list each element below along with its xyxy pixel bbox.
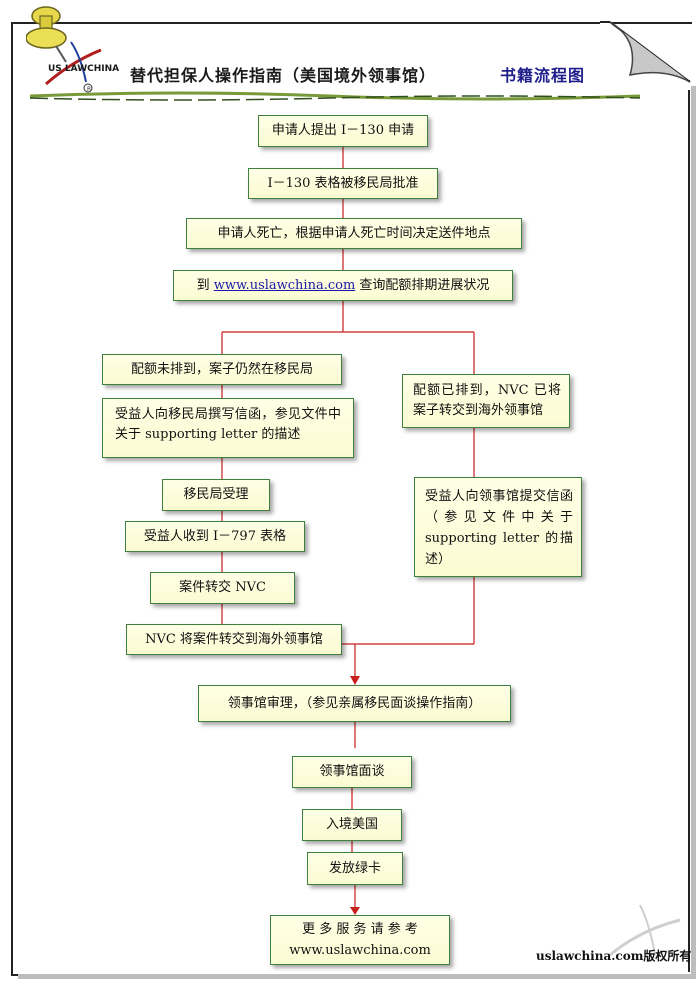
flow-box: I－130 表格被移民局批准 [248, 168, 438, 199]
flow-box: 受益人向领事馆提交信函（参见文件中关于 supporting letter 的描… [414, 477, 582, 577]
flow-box: 配额未排到，案子仍然在移民局 [102, 354, 342, 385]
decorative-rule [30, 91, 640, 101]
svg-text:R: R [87, 86, 91, 93]
copyright-text: uslawchina.com版权所有 [536, 949, 692, 963]
flow-box: NVC 将案件转交到海外领事馆 [126, 624, 342, 655]
paper-shadow [691, 86, 696, 979]
flow-step-label: 领事馆面谈 [319, 764, 385, 779]
flow-step-label: 受益人向移民局撰写信函，参见文件中关于 supporting letter 的描… [115, 407, 341, 442]
flow-box: 领事馆面谈 [292, 756, 412, 788]
flow-step-label: 更 多 服 务 请 参 考 [302, 922, 418, 937]
flow-step-label: 申请人提出 I－130 申请 [271, 123, 415, 138]
flow-box: 申请人提出 I－130 申请 [258, 115, 428, 147]
flow-box: 受益人向移民局撰写信函，参见文件中关于 supporting letter 的描… [102, 398, 354, 458]
flow-step-label: 领事馆审理，（参见亲属移民面谈操作指南） [227, 695, 482, 711]
flow-box: 领事馆审理，（参见亲属移民面谈操作指南） [198, 685, 511, 722]
flow-step-label: 案件转交 NVC [179, 580, 266, 595]
paper-right-edge [688, 80, 690, 972]
watermark-logo [609, 904, 681, 957]
flow-step-label: 到 www.uslawchina.com 查询配额排期进展状况 [197, 276, 490, 296]
flow-box: 受益人收到 I－797 表格 [125, 521, 305, 552]
paper-shadow [18, 974, 692, 979]
flow-step-label: 受益人向领事馆提交信函（参见文件中关于 supporting letter 的描… [425, 489, 573, 567]
pushpin-icon: R [25, 6, 102, 93]
flow-step-label: 配额未排到，案子仍然在移民局 [130, 361, 313, 377]
page-curl-icon [600, 21, 691, 90]
step4-prefix: 到 [196, 277, 210, 293]
flow-box: 发放绿卡 [307, 852, 403, 885]
flow-step-label: 发放绿卡 [328, 860, 381, 876]
step4-suffix: 查询配额排期进展状况 [359, 277, 490, 293]
flow-step-label: 移民局受理 [183, 487, 249, 502]
logo-text: US LAWCHINA [48, 64, 120, 74]
brand-logo: R US LAWCHINA [25, 2, 120, 94]
flow-step-label: 配额已排到，NVC 已将案子转交到海外领事馆 [413, 383, 561, 418]
flow-box: 案件转交 NVC [150, 572, 295, 604]
flow-step-label: I－130 表格被移民局批准 [267, 175, 419, 191]
flow-box: 入境美国 [302, 809, 402, 841]
page-title: 替代担保人操作指南（美国境外领事馆） [130, 66, 437, 85]
flow-box: 更 多 服 务 请 参 考 www.uslawchina.com [270, 915, 450, 965]
website-url[interactable]: www.uslawchina.com [289, 943, 431, 958]
page-subtitle: 书籍流程图 [500, 66, 586, 85]
flow-box: 配额已排到，NVC 已将案子转交到海外领事馆 [402, 374, 570, 428]
uslawchina-link[interactable]: www.uslawchina.com [213, 277, 356, 293]
flow-step-label: 入境美国 [325, 817, 378, 832]
flow-step-label: 申请人死亡，根据申请人死亡时间决定送件地点 [217, 225, 491, 241]
flow-step-label: 受益人收到 I－797 表格 [143, 528, 287, 544]
flow-step-label: NVC 将案件转交到海外领事馆 [145, 631, 323, 647]
flow-box: 到 www.uslawchina.com 查询配额排期进展状况 [173, 270, 513, 301]
flow-box: 移民局受理 [162, 479, 270, 511]
flow-box: 申请人死亡，根据申请人死亡时间决定送件地点 [186, 218, 522, 249]
